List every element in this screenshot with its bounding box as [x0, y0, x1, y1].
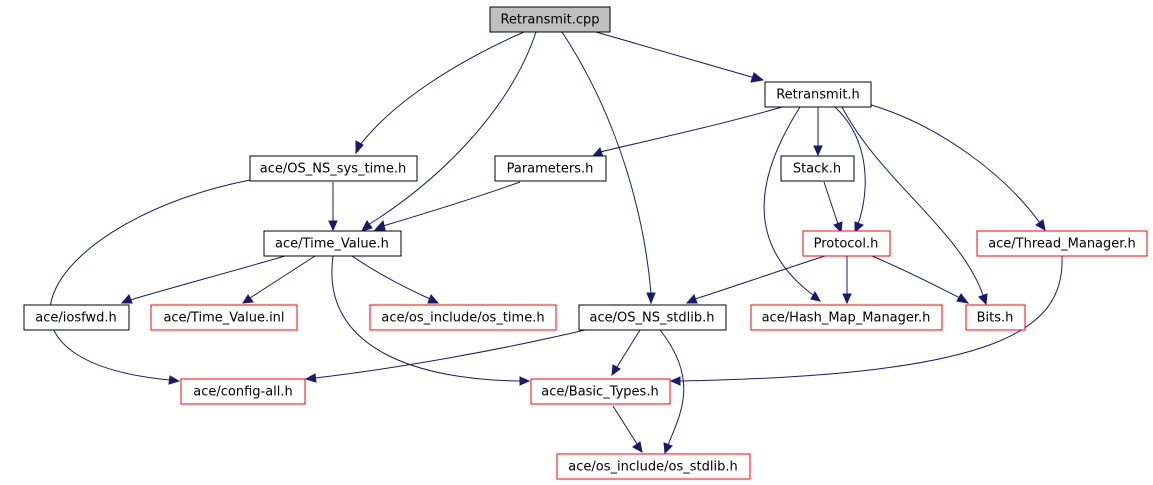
- edge-retransmit-cpp-to-os-ns-sys-time-h: [355, 31, 525, 155]
- node-os-ns-stdlib-h[interactable]: ace/OS_NS_stdlib.h: [578, 304, 727, 331]
- edge-retransmit-h-to-parameters-h: [591, 106, 783, 158]
- edge-time-value-h-to-iosfwd-h: [120, 255, 286, 304]
- node-os-ns-sys-time-h-label: ace/OS_NS_sys_time.h: [260, 162, 406, 177]
- node-time-value-h-label: ace/Time_Value.h: [275, 237, 389, 252]
- edge-retransmit-cpp-to-os-ns-stdlib-h: [561, 31, 656, 305]
- node-basic-types-h[interactable]: ace/Basic_Types.h: [530, 378, 671, 405]
- node-os-ns-sys-time-h[interactable]: ace/OS_NS_sys_time.h: [249, 155, 418, 182]
- edge-retransmit-cpp-to-retransmit-h: [595, 31, 765, 83]
- node-protocol-h-label: Protocol.h: [814, 237, 879, 252]
- edge-retransmit-h-to-stack-h: [813, 107, 823, 157]
- node-bits-h[interactable]: Bits.h: [965, 304, 1026, 331]
- node-time-value-inl-label: ace/Time_Value.inl: [163, 311, 284, 326]
- node-os-stdlib-h[interactable]: ace/os_include/os_stdlib.h: [556, 453, 751, 480]
- node-retransmit-h-label: Retransmit.h: [776, 88, 860, 103]
- edge-os-ns-sys-time-h-to-config-all-h: [49, 179, 251, 385]
- edge-os-ns-sys-time-h-to-time-value-h: [328, 182, 338, 232]
- edge-parameters-h-to-time-value-h: [373, 181, 521, 231]
- edge-thread-manager-h-to-basic-types-h: [669, 255, 1063, 386]
- node-retransmit-cpp-label: Retransmit.cpp: [500, 13, 599, 28]
- node-stack-h[interactable]: Stack.h: [780, 155, 855, 182]
- edge-protocol-h-to-hash-map-manager-h: [842, 256, 852, 305]
- edge-stack-h-to-protocol-h: [823, 181, 843, 234]
- node-os-stdlib-h-label: ace/os_include/os_stdlib.h: [568, 460, 737, 475]
- node-hash-map-manager-h[interactable]: ace/Hash_Map_Manager.h: [750, 304, 943, 331]
- node-iosfwd-h[interactable]: ace/iosfwd.h: [23, 304, 130, 331]
- node-os-ns-stdlib-h-label: ace/OS_NS_stdlib.h: [590, 311, 715, 326]
- node-thread-manager-h-label: ace/Thread_Manager.h: [988, 237, 1136, 252]
- node-os-time-h[interactable]: ace/os_include/os_time.h: [369, 304, 557, 331]
- node-time-value-h[interactable]: ace/Time_Value.h: [263, 230, 402, 257]
- node-protocol-h[interactable]: Protocol.h: [802, 230, 891, 257]
- edge-time-value-h-to-os-time-h: [351, 255, 440, 304]
- node-config-all-h-label: ace/config-all.h: [193, 385, 293, 400]
- node-iosfwd-h-label: ace/iosfwd.h: [35, 311, 116, 326]
- edge-retransmit-h-to-protocol-h: [834, 106, 866, 234]
- node-basic-types-h-label: ace/Basic_Types.h: [541, 385, 658, 400]
- edge-protocol-h-to-os-ns-stdlib-h: [685, 255, 826, 304]
- edge-retransmit-cpp-to-time-value-h: [361, 31, 537, 232]
- node-hash-map-manager-h-label: ace/Hash_Map_Manager.h: [762, 311, 931, 326]
- edge-basic-types-h-to-os-stdlib-h: [612, 405, 643, 453]
- edge-os-ns-stdlib-h-to-basic-types-h: [611, 329, 641, 377]
- node-os-time-h-label: ace/os_include/os_time.h: [381, 311, 544, 326]
- edge-os-ns-stdlib-h-to-os-stdlib-h: [659, 329, 685, 455]
- node-retransmit-h[interactable]: Retransmit.h: [764, 81, 872, 108]
- node-thread-manager-h[interactable]: ace/Thread_Manager.h: [976, 230, 1148, 257]
- edge-time-value-h-to-time-value-inl: [242, 255, 316, 304]
- node-bits-h-label: Bits.h: [977, 311, 1014, 326]
- edge-retransmit-h-to-thread-manager-h: [867, 103, 1046, 231]
- node-retransmit-cpp[interactable]: Retransmit.cpp: [489, 6, 611, 33]
- node-time-value-inl[interactable]: ace/Time_Value.inl: [150, 304, 298, 331]
- node-parameters-h[interactable]: Parameters.h: [494, 155, 607, 182]
- edge-retransmit-h-to-bits-h: [841, 106, 988, 306]
- edge-time-value-h-to-basic-types-h: [331, 255, 531, 386]
- node-config-all-h[interactable]: ace/config-all.h: [180, 378, 306, 405]
- node-stack-h-label: Stack.h: [793, 162, 841, 177]
- edge-os-ns-stdlib-h-to-config-all-h: [304, 329, 586, 383]
- node-parameters-h-label: Parameters.h: [507, 162, 594, 177]
- edge-protocol-h-to-bits-h: [871, 255, 970, 304]
- edge-retransmit-h-to-hash-map-manager-h: [763, 106, 821, 302]
